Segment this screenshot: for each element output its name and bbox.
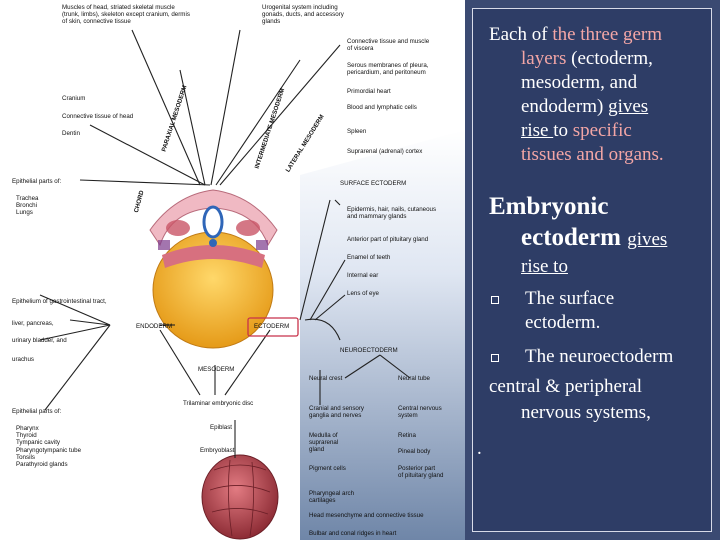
text-ectoderm-paren: (ectoderm, bbox=[566, 48, 653, 69]
bullet-text-1: The surface bbox=[525, 288, 615, 309]
label-cranial-ganglia: Cranial and sensory ganglia and nerves bbox=[309, 405, 365, 420]
label-lens: Lens of eye bbox=[347, 290, 379, 297]
label-embryoblast: Embryoblast bbox=[200, 447, 235, 454]
label-epiblast: Epiblast bbox=[210, 424, 233, 431]
label-trilaminar: Trilaminar embryonic disc bbox=[183, 400, 254, 407]
label-blood: Blood and lymphatic cells bbox=[347, 104, 417, 111]
text-three-germ: the three germ bbox=[552, 24, 663, 45]
label-neural-tube: Neural tube bbox=[398, 375, 430, 382]
label-bulbar: Bulbar and conal ridges in heart bbox=[309, 530, 397, 537]
heading-line-2: ectoderm gives bbox=[521, 222, 667, 253]
label-epithelial-parts-1: Epithelial parts of: bbox=[12, 178, 62, 185]
gradient-cone bbox=[300, 130, 465, 540]
label-dentin: Dentin bbox=[62, 130, 80, 137]
text-ectoderm-bold: ectoderm bbox=[521, 224, 628, 251]
label-urinary: urinary bladder, and bbox=[12, 337, 67, 344]
label-cns: Central nervous system bbox=[398, 405, 442, 420]
label-spleen: Spleen bbox=[347, 128, 367, 135]
label-surface-ectoderm: SURFACE ECTODERM bbox=[340, 180, 407, 187]
text-to: to bbox=[553, 120, 573, 141]
arrows bbox=[39, 29, 411, 458]
text-central-peripheral: central & peripheral bbox=[489, 376, 642, 397]
label-heart: Primordial heart bbox=[347, 88, 391, 95]
label-ectoderm: ECTODERM bbox=[254, 323, 290, 330]
text-rise-to: rise to bbox=[521, 256, 568, 277]
label-muscles-head: Muscles of head, striated skeletal muscl… bbox=[62, 4, 190, 26]
label-epithelium-git: Epithelium of gastrointestinal tract, bbox=[12, 298, 107, 305]
label-serous: Serous membranes of pleura, pericardium,… bbox=[347, 62, 429, 77]
germ-layer-figure: Muscles of head, striated skeletal muscl… bbox=[0, 0, 465, 540]
text-layers: layers bbox=[521, 48, 567, 69]
label-head-mesenchyme: Head mesenchyme and connective tissue bbox=[309, 512, 424, 519]
bullet-square-2 bbox=[491, 354, 499, 362]
text-dot: . bbox=[477, 438, 482, 459]
embryo-cross-section bbox=[149, 189, 278, 349]
label-retina: Retina bbox=[398, 432, 416, 439]
panel-line-2: layers (ectoderm, bbox=[521, 47, 653, 70]
label-suprarenal: Suprarenal (adrenal) cortex bbox=[347, 148, 423, 155]
label-medulla: Medulla of suprarenal gland bbox=[309, 432, 339, 454]
embryoblast-sphere bbox=[201, 454, 279, 540]
text-nervous-systems: nervous systems, bbox=[521, 402, 651, 423]
panel-line-1: Each of the three germ bbox=[489, 23, 662, 46]
label-ct-head: Connective tissue of head bbox=[62, 113, 134, 120]
label-pharynx-list: Pharynx Thyroid Tympanic cavity Pharyngo… bbox=[16, 425, 82, 469]
label-posterior-pituitary: Posterior part of pituitary gland bbox=[398, 465, 444, 480]
text-rise: rise bbox=[521, 120, 554, 141]
text-specific: specific bbox=[572, 120, 632, 141]
panel-line-6: tissues and organs. bbox=[521, 144, 664, 165]
label-neuroectoderm: NEUROECTODERM bbox=[340, 347, 398, 354]
label-pituitary: Anterior part of pituitary gland bbox=[347, 236, 429, 243]
text-panel: Each of the three germ layers (ectoderm,… bbox=[472, 8, 712, 532]
label-cranium: Cranium bbox=[62, 95, 86, 102]
heading-embryonic: Embryonic bbox=[489, 193, 609, 220]
label-pineal: Pineal body bbox=[398, 448, 431, 455]
text-each-of: Each of bbox=[489, 24, 553, 45]
label-epithelial-parts-2: Epithelial parts of: bbox=[12, 408, 62, 415]
bullet-text-2: The neuroectoderm bbox=[525, 346, 674, 367]
label-neural-crest: Neural crest bbox=[309, 375, 343, 382]
panel-line-5: rise to specific bbox=[521, 119, 632, 142]
bullet-square-1 bbox=[491, 296, 499, 304]
label-liver: liver, pancreas, bbox=[12, 320, 54, 327]
label-endoderm: ENDODERM bbox=[136, 323, 173, 330]
label-urogenital: Urogenital system including gonads, duct… bbox=[262, 4, 344, 26]
panel-line-3: mesoderm, and bbox=[521, 72, 638, 93]
figure-drawing bbox=[39, 29, 465, 540]
ectoderm-box bbox=[247, 317, 299, 337]
text-gives-2: gives bbox=[627, 229, 668, 250]
text-gives: gives bbox=[608, 96, 649, 117]
label-enamel: Enamel of teeth bbox=[347, 254, 391, 261]
label-pharyngeal-arch: Pharyngeal arch cartilages bbox=[309, 490, 355, 505]
bullet-text-1b: ectoderm. bbox=[525, 312, 601, 333]
text-endoderm: endoderm) bbox=[521, 96, 609, 117]
label-mesoderm: MESODERM bbox=[198, 366, 235, 373]
label-ct-viscera: Connective tissue and muscle of viscera bbox=[347, 38, 430, 53]
label-internal-ear: Internal ear bbox=[347, 272, 379, 279]
panel-line-4: endoderm) gives bbox=[521, 95, 648, 118]
label-epidermis: Epidermis, hair, nails, cutaneous and ma… bbox=[347, 206, 437, 221]
label-urachus: urachus bbox=[12, 356, 35, 363]
label-pigment: Pigment cells bbox=[309, 465, 346, 472]
label-respiratory-list: Trachea Bronchi Lungs bbox=[16, 195, 39, 217]
